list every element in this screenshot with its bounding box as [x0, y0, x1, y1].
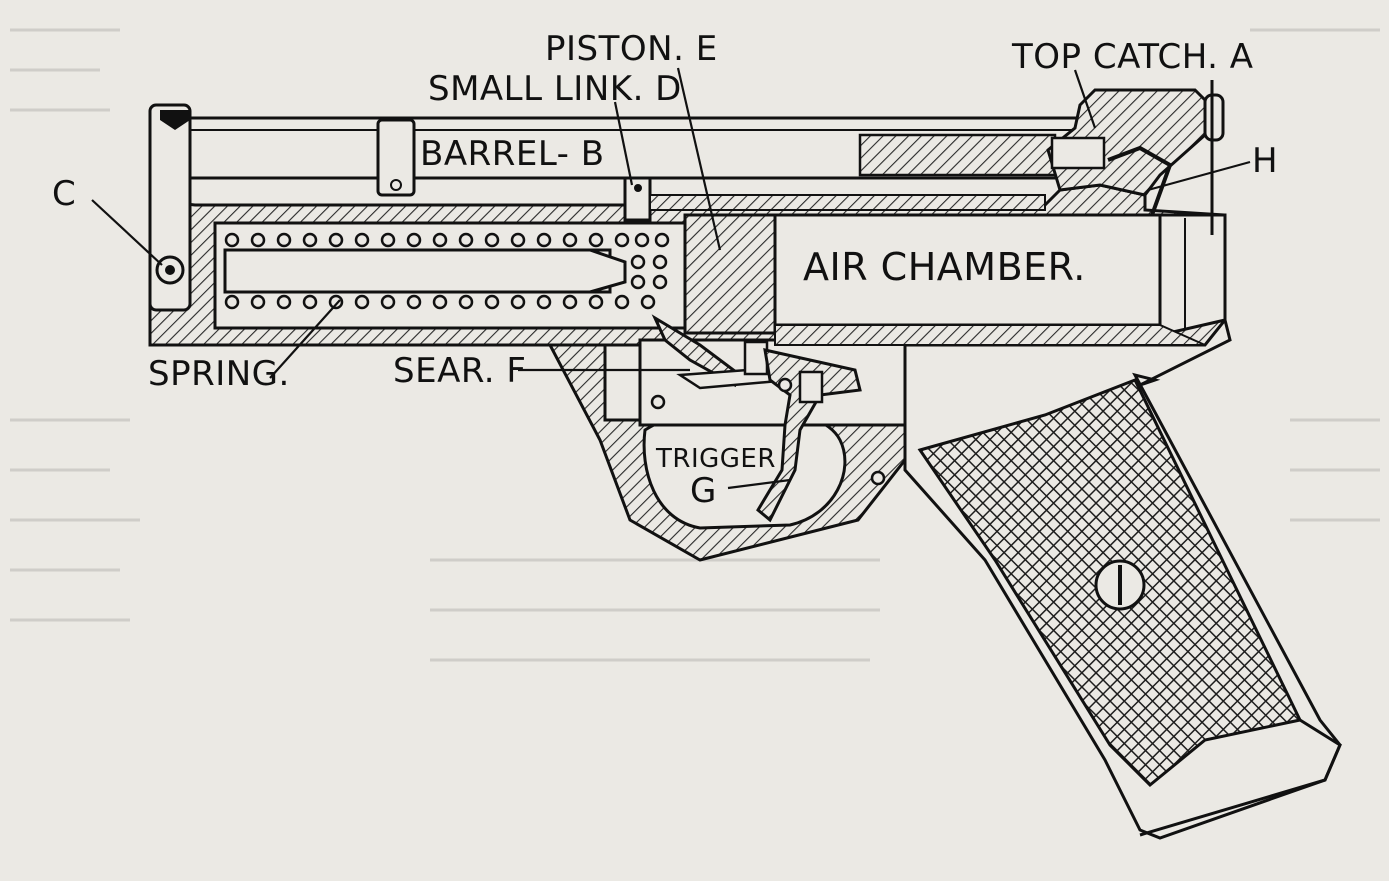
label-barrel: BARREL- B — [420, 134, 605, 174]
top-catch-button — [1203, 93, 1225, 142]
lower-frame-strip — [774, 324, 1206, 346]
catch-lever-h — [1107, 145, 1173, 216]
label-small-link: SMALL LINK. D — [428, 69, 682, 109]
label-g: G — [690, 471, 717, 511]
background-text-texture — [10, 28, 1380, 662]
small-link-pin — [634, 184, 642, 192]
piston-head — [683, 213, 777, 335]
grip-base — [1139, 718, 1342, 837]
muzzle-block — [148, 103, 192, 312]
leader-lines — [91, 67, 1251, 490]
upper-frame-strip — [649, 194, 1046, 211]
top-catch-plunger — [1050, 136, 1106, 170]
spring-coils-top — [224, 232, 670, 270]
label-trigger: TRIGGER — [655, 444, 776, 474]
frame-screw-left — [650, 394, 666, 410]
spring-guide — [223, 248, 612, 294]
barrel-band — [376, 118, 416, 197]
hinge-pin-center — [165, 265, 175, 275]
spring-coils-bottom — [224, 274, 668, 310]
spring-guide-tip — [589, 248, 627, 294]
label-piston: PISTON. E — [545, 29, 718, 69]
label-top-catch: TOP CATCH. A — [1011, 37, 1254, 77]
label-sear: SEAR. F — [393, 351, 526, 391]
sear-pin-block — [743, 340, 769, 376]
label-h: H — [1252, 141, 1278, 181]
barrel-band-pin — [390, 179, 402, 191]
label-c: C — [52, 174, 76, 214]
air-chamber-wall — [1158, 213, 1227, 337]
barrel-rear-block — [858, 133, 1057, 177]
trigger-pin — [777, 377, 793, 393]
muzzle-cap — [160, 110, 190, 130]
label-air-chamber: AIR CHAMBER. — [803, 245, 1086, 289]
frame-screw-right — [870, 470, 886, 486]
trigger-g — [756, 348, 862, 523]
label-spring: SPRING. — [148, 354, 290, 394]
trigger-spring-block — [798, 370, 824, 404]
